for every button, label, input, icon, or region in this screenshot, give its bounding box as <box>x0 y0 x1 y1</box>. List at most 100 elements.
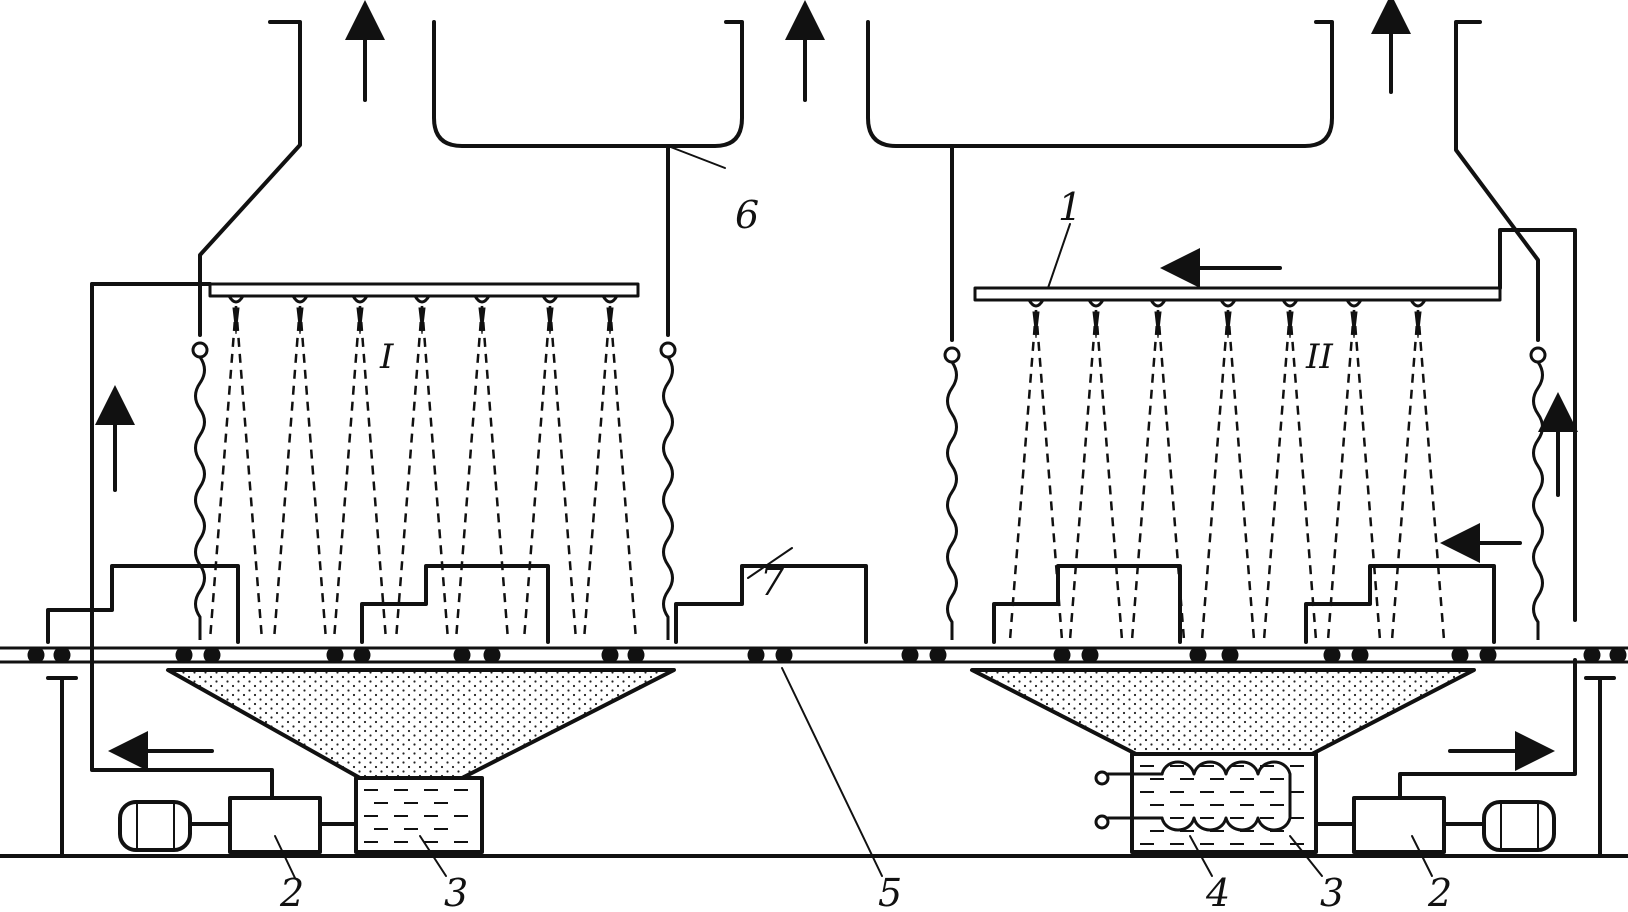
hose-left-2-valve <box>659 341 677 359</box>
conveyor-roller-22 <box>1479 646 1497 664</box>
spray-cone-right-6 <box>1326 309 1382 641</box>
conveyor-roller-17 <box>1189 646 1207 664</box>
conveyor-roller-10 <box>627 646 645 664</box>
conveyor-roller-11 <box>747 646 765 664</box>
hopper-left <box>166 668 676 780</box>
conveyor-roller-14 <box>929 646 947 664</box>
nozzle-right-7 <box>1409 299 1427 308</box>
supply-line-right <box>1398 658 1577 802</box>
exhaust-duct-left <box>198 20 302 337</box>
label-4: 4 <box>1205 871 1230 912</box>
hose-right-1-valve <box>943 346 961 364</box>
spray-cone-left-6 <box>522 305 578 641</box>
exhaust-hood-right <box>866 20 1334 342</box>
label-5: 5 <box>878 871 902 912</box>
conveyor-roller-6 <box>353 646 371 664</box>
conveyor-roller-24 <box>1609 646 1627 664</box>
nozzle-tip-left-3 <box>356 307 364 335</box>
nozzle-left-7 <box>601 295 619 304</box>
conveyor-roller-4 <box>203 646 221 664</box>
exhaust-hood-left <box>432 20 744 337</box>
nozzle-tip-left-4 <box>418 307 426 335</box>
nozzle-left-5 <box>473 295 491 304</box>
hopper-right <box>970 668 1476 756</box>
spray-pipe-left <box>90 282 640 298</box>
nozzle-right-4 <box>1219 299 1237 308</box>
supply-line-left <box>90 282 274 802</box>
pump-left <box>228 796 358 854</box>
conveyor-roller-13 <box>901 646 919 664</box>
conveyor-roller-12 <box>775 646 793 664</box>
hose-right-2-valve <box>1529 346 1547 364</box>
label-3-left: 3 <box>444 871 468 912</box>
ground-line <box>0 676 1628 858</box>
nozzle-left-4 <box>413 295 431 304</box>
motor-right <box>1442 800 1556 852</box>
spray-cone-right-4 <box>1200 309 1256 641</box>
conveyor-roller-19 <box>1323 646 1341 664</box>
spray-cone-right-1 <box>1008 309 1064 641</box>
spray-cone-right-7 <box>1390 309 1446 641</box>
product-left-2 <box>360 564 550 644</box>
spray-cone-right-5 <box>1262 309 1318 641</box>
product-right-2 <box>1304 564 1496 644</box>
spray-pipe-right <box>973 228 1577 622</box>
conveyor-roller-20 <box>1351 646 1369 664</box>
spray-cone-left-4 <box>394 305 450 641</box>
nozzle-tip-right-7 <box>1414 311 1422 339</box>
spray-cone-left-1 <box>208 305 264 641</box>
conveyor-roller-23 <box>1583 646 1601 664</box>
nozzle-tip-right-3 <box>1154 311 1162 339</box>
nozzle-left-3 <box>351 295 369 304</box>
conveyor-roller-16 <box>1081 646 1099 664</box>
hose-right-2 <box>1532 361 1544 640</box>
nozzle-tip-left-5 <box>478 307 486 335</box>
nozzle-right-6 <box>1345 299 1363 308</box>
nozzle-tip-right-1 <box>1032 311 1040 339</box>
motor-left <box>118 800 232 852</box>
nozzle-tip-right-4 <box>1224 311 1232 339</box>
conveyor-roller-8 <box>483 646 501 664</box>
nozzle-right-1 <box>1027 299 1045 308</box>
nozzle-left-6 <box>541 295 559 304</box>
nozzle-right-2 <box>1087 299 1105 308</box>
label-6: 6 <box>735 193 759 237</box>
conveyor-roller-3 <box>175 646 193 664</box>
nozzle-tip-right-5 <box>1286 311 1294 339</box>
conveyor-roller-7 <box>453 646 471 664</box>
spray-cone-right-2 <box>1068 309 1124 641</box>
nozzle-tip-right-6 <box>1350 311 1358 339</box>
conveyor-roller-21 <box>1451 646 1469 664</box>
conveyor-roller-5 <box>326 646 344 664</box>
conveyor <box>0 646 1628 664</box>
hose-left-1-valve <box>191 341 209 359</box>
hose-left-2 <box>662 356 674 640</box>
spray-cone-left-7 <box>582 305 638 641</box>
nozzle-left-2 <box>291 295 309 304</box>
exhaust-duct-right <box>1454 20 1540 342</box>
zone-label-I: I <box>379 337 394 377</box>
conveyor-roller-1 <box>27 646 45 664</box>
conveyor-roller-15 <box>1053 646 1071 664</box>
nozzle-tip-left-6 <box>546 307 554 335</box>
nozzle-tip-right-2 <box>1092 311 1100 339</box>
label-3-right: 3 <box>1320 871 1344 912</box>
zone-label-II: II <box>1305 337 1333 377</box>
hose-left-1 <box>194 356 206 640</box>
pump-right <box>1314 796 1446 854</box>
product-7 <box>674 564 868 644</box>
nozzle-left-1 <box>227 295 245 304</box>
conveyor-roller-9 <box>601 646 619 664</box>
product-left-1 <box>46 564 240 644</box>
conveyor-roller-2 <box>53 646 71 664</box>
spray-cone-left-2 <box>272 305 328 641</box>
spray-cone-left-5 <box>454 305 510 641</box>
nozzle-tip-left-2 <box>296 307 304 335</box>
product-right-1 <box>992 564 1182 644</box>
nozzle-tip-left-7 <box>606 307 614 335</box>
nozzle-tip-left-1 <box>232 307 240 335</box>
label-2-right: 2 <box>1427 871 1452 912</box>
nozzle-right-5 <box>1281 299 1299 308</box>
